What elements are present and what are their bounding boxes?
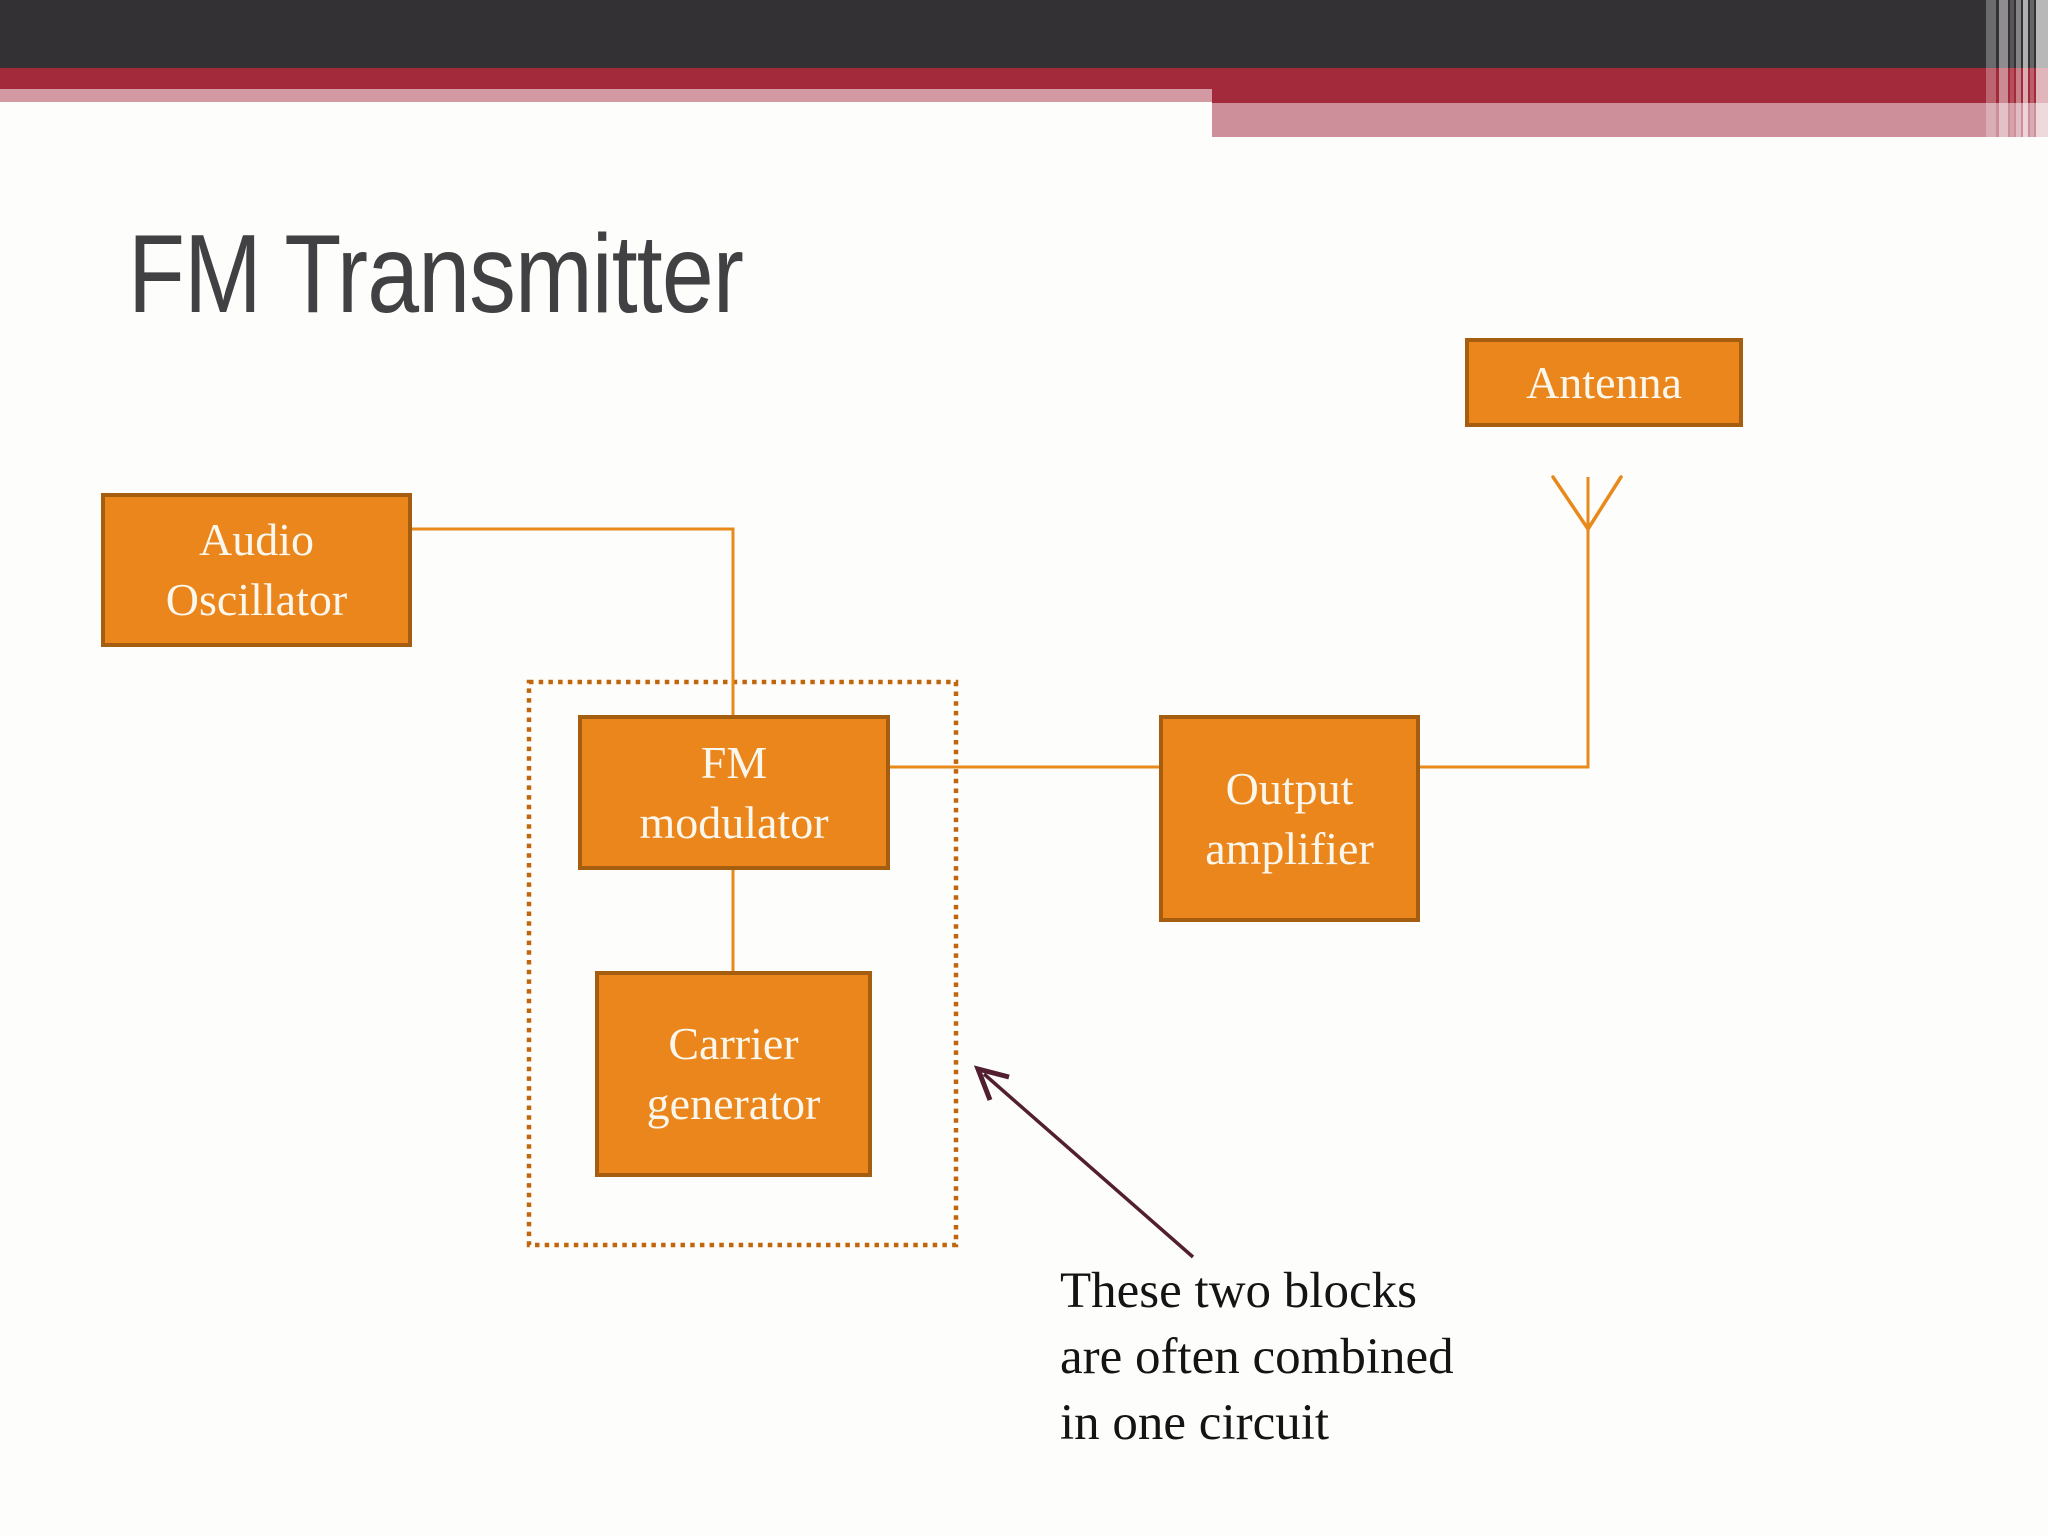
banner-pink-stripe-right — [1212, 103, 2048, 137]
block-fm-modulator-label: FM modulator — [639, 736, 829, 848]
banner-vertical-stripe — [2023, 0, 2028, 137]
banner-red-stripe-right — [1212, 68, 2048, 103]
connector-audio-to-modulator — [412, 527, 735, 715]
block-audio-oscillator: Audio Oscillator — [101, 493, 412, 647]
block-antenna-label: Antenna — [1526, 356, 1682, 408]
block-output-amplifier-label: Output amplifier — [1205, 762, 1374, 874]
annotation-arrow — [973, 1065, 1195, 1259]
block-output-amplifier: Output amplifier — [1159, 715, 1420, 922]
antenna-symbol-icon — [1551, 475, 1623, 531]
banner-vertical-stripe — [2016, 0, 2021, 137]
annotation-text: These two blocks are often combined in o… — [1060, 1263, 1454, 1451]
banner-vertical-stripe — [2036, 0, 2048, 137]
banner-red-stripe-left — [0, 68, 1212, 89]
banner-vertical-stripe — [1999, 0, 2008, 137]
block-fm-modulator: FM modulator — [578, 715, 890, 870]
banner-dark-bar — [0, 0, 2048, 68]
connector-amplifier-to-antenna — [1420, 477, 1590, 769]
page-title: FM Transmitter — [128, 212, 744, 336]
block-antenna: Antenna — [1465, 338, 1743, 427]
block-audio-oscillator-label: Audio Oscillator — [165, 514, 348, 625]
banner-vertical-stripe — [2010, 0, 2014, 137]
block-carrier-generator: Carrier generator — [595, 971, 872, 1177]
banner-pink-stripe-left — [0, 89, 1212, 102]
banner-vertical-stripe — [2030, 0, 2034, 137]
combined-group-dotted-border — [526, 679, 959, 1248]
block-carrier-generator-label: Carrier generator — [646, 1018, 821, 1129]
banner-vertical-stripe — [1986, 0, 1996, 137]
